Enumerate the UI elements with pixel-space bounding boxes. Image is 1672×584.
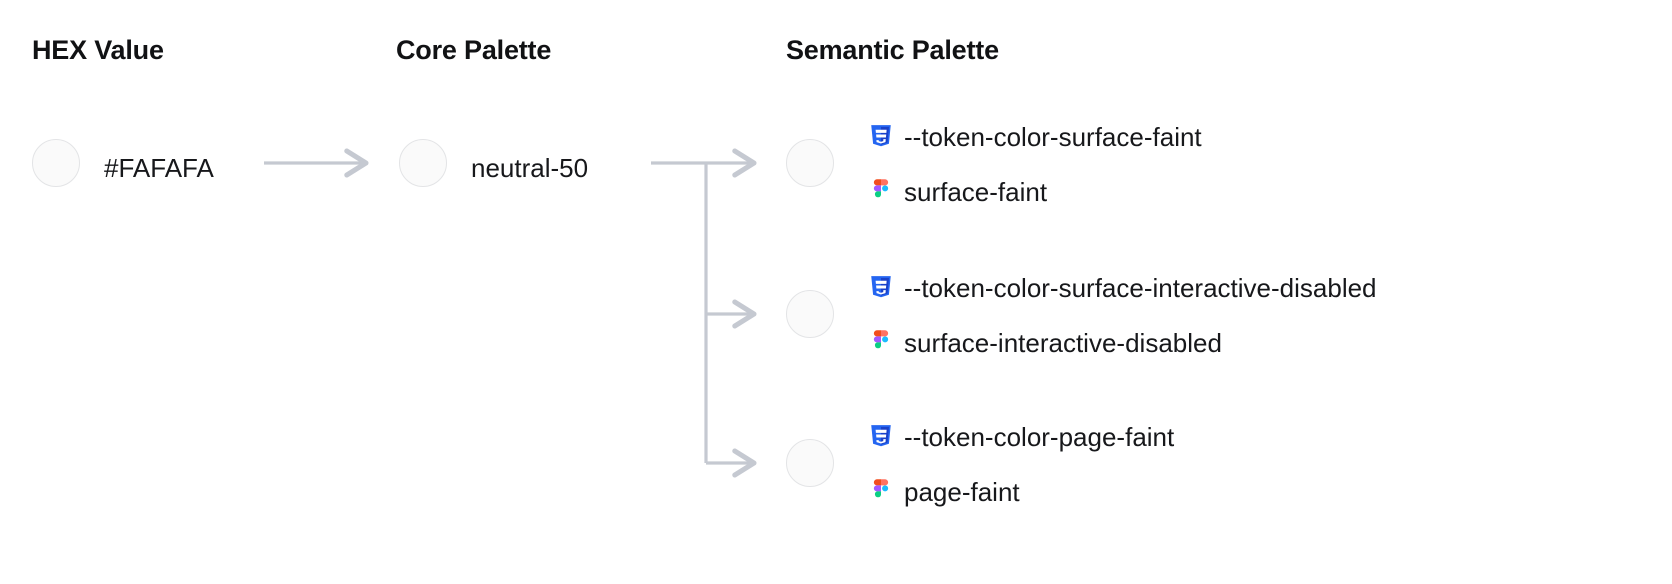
semantic-row: --token-color-surface-faint surface-fain… [786, 108, 1666, 218]
semantic-token-names: --token-color-surface-faint surface-fain… [868, 108, 1202, 218]
css-token-line[interactable]: --token-color-page-faint [868, 408, 1174, 463]
figma-icon [868, 478, 894, 504]
figma-token-name: surface-faint [904, 176, 1048, 207]
css3-icon [868, 423, 894, 449]
semantic-row: --token-color-page-faint page-faint [786, 408, 1666, 518]
css-token-name: --token-color-surface-interactive-disabl… [904, 272, 1377, 303]
core-palette-label: neutral-50 [471, 153, 589, 183]
figma-token-name: page-faint [904, 476, 1020, 507]
column-heading-semantic-palette: Semantic Palette [786, 35, 999, 65]
semantic-token-names: --token-color-surface-interactive-disabl… [868, 259, 1377, 369]
css-token-line[interactable]: --token-color-surface-interactive-disabl… [868, 259, 1377, 314]
semantic-token-names: --token-color-page-faint page-faint [868, 408, 1174, 518]
swatch-semantic[interactable] [786, 139, 834, 187]
swatch-semantic[interactable] [786, 439, 834, 487]
figma-icon [868, 178, 894, 204]
swatch-hex-value[interactable] [32, 139, 80, 187]
figma-token-name: surface-interactive-disabled [904, 327, 1222, 358]
figma-token-line[interactable]: surface-faint [868, 163, 1202, 218]
swatch-core-palette[interactable] [399, 139, 447, 187]
figma-token-line[interactable]: surface-interactive-disabled [868, 314, 1377, 369]
css3-icon [868, 123, 894, 149]
figma-icon [868, 329, 894, 355]
css-token-name: --token-color-surface-faint [904, 121, 1202, 152]
css3-icon [868, 274, 894, 300]
connector-core-to-semantic [651, 163, 754, 463]
swatch-semantic[interactable] [786, 290, 834, 338]
css-token-name: --token-color-page-faint [904, 421, 1175, 452]
column-heading-hex-value: HEX Value [32, 35, 164, 65]
column-heading-core-palette: Core Palette [396, 35, 552, 65]
semantic-row: --token-color-surface-interactive-disabl… [786, 259, 1666, 369]
hex-value-label: #FAFAFA [104, 153, 214, 183]
css-token-line[interactable]: --token-color-surface-faint [868, 108, 1202, 163]
figma-token-line[interactable]: page-faint [868, 463, 1174, 518]
